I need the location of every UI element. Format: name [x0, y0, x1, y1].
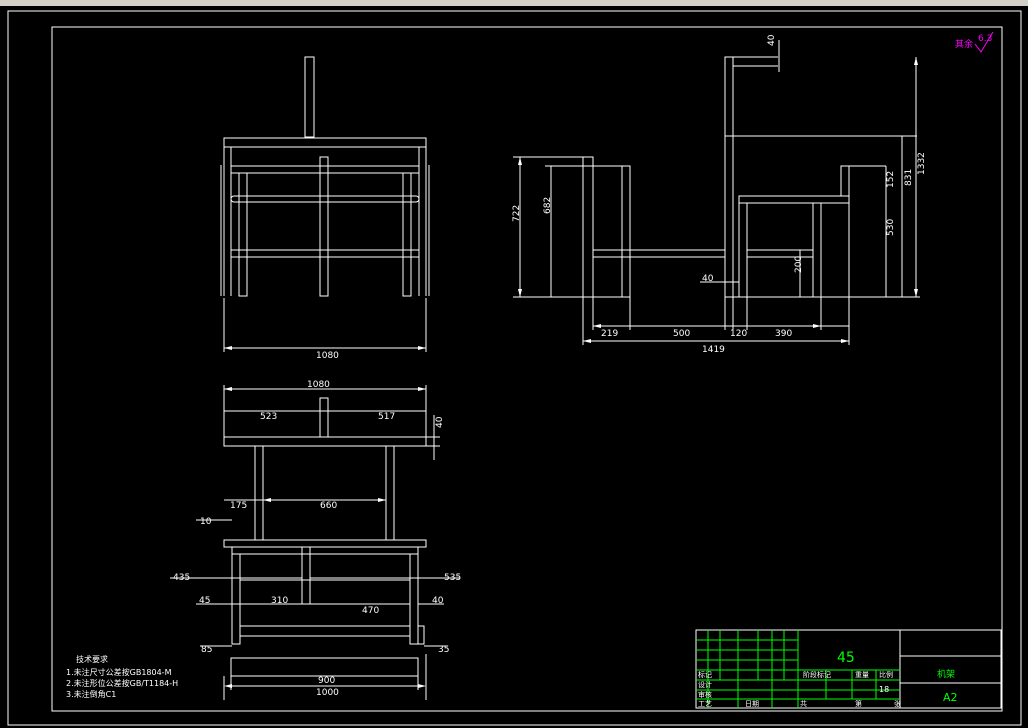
svg-text:1080: 1080 [307, 380, 330, 390]
svg-text:比例: 比例 [879, 670, 893, 679]
svg-text:1332: 1332 [917, 152, 927, 175]
svg-text:40: 40 [767, 34, 777, 46]
front-view-arrows [224, 346, 426, 350]
svg-text:682: 682 [543, 197, 553, 214]
svg-text:40: 40 [432, 596, 444, 606]
svg-text:900: 900 [318, 676, 335, 686]
svg-text:40: 40 [702, 274, 714, 284]
svg-text:523: 523 [260, 412, 277, 422]
front-view [220, 56, 430, 352]
front-width-dim: 1080 [316, 351, 339, 361]
side-view [513, 40, 920, 345]
svg-text:310: 310 [271, 596, 288, 606]
svg-text:435: 435 [173, 573, 190, 583]
svg-text:阶段标记: 阶段标记 [803, 670, 831, 679]
top-view [170, 385, 460, 700]
svg-text:日期: 日期 [745, 700, 759, 708]
svg-text:120: 120 [730, 329, 747, 339]
svg-text:722: 722 [512, 205, 522, 222]
svg-text:其余: 其余 [955, 38, 973, 50]
title-block-grid [696, 630, 900, 708]
svg-text:张: 张 [894, 699, 901, 708]
technical-notes: 技术要求 1.未注尺寸公差按GB1804-M 2.未注形位公差按GB/T1184… [66, 654, 178, 699]
svg-text:219: 219 [601, 329, 618, 339]
top-view-dims: 1080 523 517 40 175 660 10 435 535 45 31… [173, 380, 461, 698]
svg-text:45: 45 [199, 596, 210, 606]
svg-text:152: 152 [886, 171, 896, 188]
svg-text:标记: 标记 [698, 670, 712, 679]
svg-text:40: 40 [435, 416, 445, 428]
svg-text:1000: 1000 [316, 688, 339, 698]
svg-text:重量: 重量 [855, 671, 869, 679]
svg-text:35: 35 [438, 645, 449, 655]
svg-text:530: 530 [886, 219, 896, 236]
svg-text:10: 10 [200, 517, 212, 527]
side-view-arrows [518, 57, 918, 343]
svg-text:470: 470 [362, 606, 379, 616]
svg-text:第: 第 [855, 699, 862, 708]
svg-text:6.3: 6.3 [978, 34, 992, 44]
svg-text:831: 831 [904, 169, 914, 186]
svg-text:390: 390 [775, 329, 792, 339]
top-view-arrows [224, 387, 426, 688]
part-name: 机架 [937, 668, 955, 680]
note-item: 3.未注倒角C1 [66, 689, 116, 699]
scale-value: 18 [879, 685, 889, 694]
note-item: 1.未注尺寸公差按GB1804-M [66, 667, 172, 677]
svg-text:660: 660 [320, 501, 337, 511]
svg-text:85: 85 [201, 645, 212, 655]
svg-text:175: 175 [230, 501, 247, 511]
svg-text:517: 517 [378, 412, 395, 422]
title-block-text: 45 机架 A2 18 标记 设计 审核 工艺 阶段标记 重量 比例 日期 共 … [698, 650, 958, 708]
cad-drawing-canvas[interactable]: 1080 [0, 6, 1028, 728]
material-label: 45 [837, 650, 855, 666]
svg-text:200: 200 [794, 256, 804, 273]
svg-text:共: 共 [800, 699, 807, 708]
title-block [695, 629, 1002, 709]
svg-text:工艺: 工艺 [698, 700, 712, 708]
side-view-dims: 40 1332 831 152 530 200 722 682 40 219 5… [512, 34, 927, 355]
notes-title: 技术要求 [76, 654, 108, 664]
svg-text:审核: 审核 [698, 690, 712, 699]
note-item: 2.未注形位公差按GB/T1184-H [66, 678, 178, 688]
surface-finish-symbol: 其余 6.3 [955, 31, 994, 53]
svg-text:1419: 1419 [702, 345, 725, 355]
svg-text:500: 500 [673, 329, 690, 339]
sheet-size: A2 [943, 691, 958, 704]
window-chrome-bar [0, 0, 1028, 6]
svg-text:535: 535 [444, 573, 461, 583]
svg-text:设计: 设计 [698, 680, 712, 689]
drawing-frame [7, 10, 1022, 726]
